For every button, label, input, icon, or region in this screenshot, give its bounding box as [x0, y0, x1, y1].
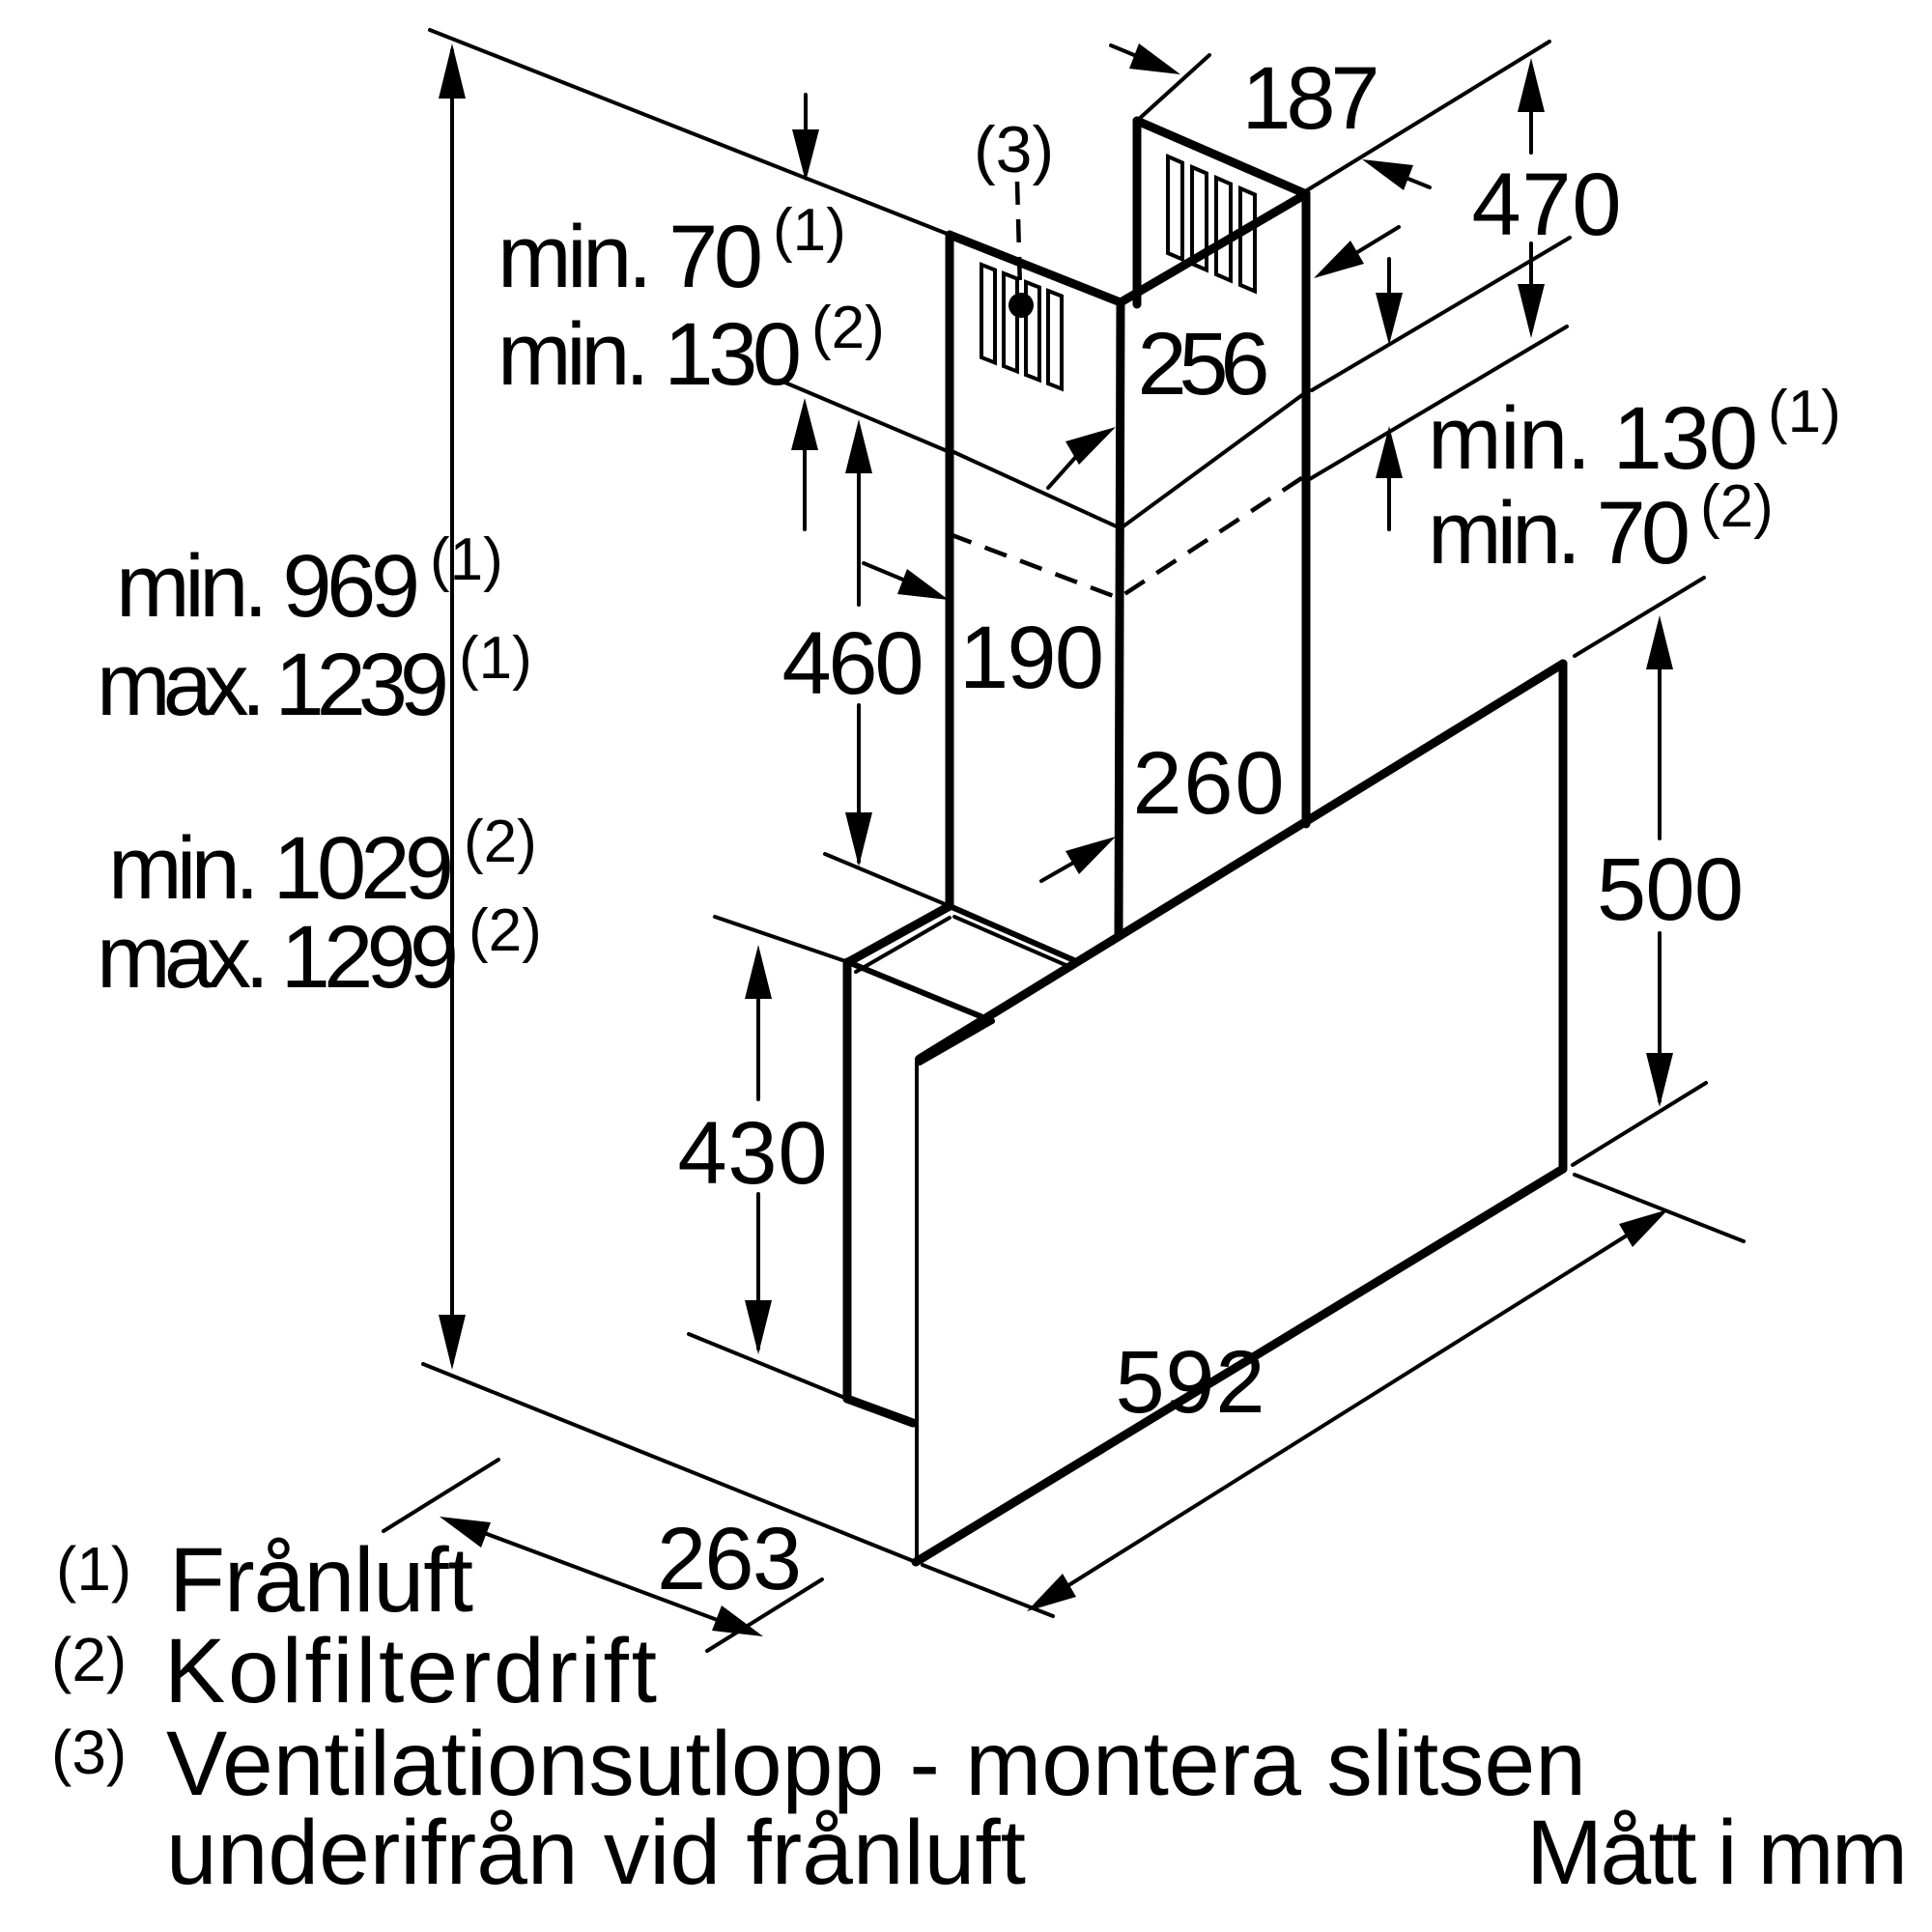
- dim-500-label: 500: [1597, 840, 1744, 939]
- dimension-460: 460: [782, 419, 924, 867]
- ext-body-bottom-left: [687, 1332, 849, 1401]
- legend-1-marker: (1): [56, 1534, 131, 1604]
- dimension-top-clearance: min. 70 (1) min. 130 (2): [497, 93, 885, 531]
- dimension-260: 260: [1039, 734, 1285, 883]
- ext-187-left: [1135, 53, 1211, 123]
- dim-260-label: 260: [1133, 734, 1285, 833]
- dimension-430: 430: [678, 945, 828, 1354]
- chimney-joint-line: [948, 390, 1308, 531]
- vent-slots-right: [1166, 153, 1257, 295]
- ext-chimney-top-right: [1305, 40, 1551, 192]
- dimension-256: 256: [1046, 225, 1401, 490]
- hood-top-left-side-edge: [845, 959, 995, 1024]
- clearance-top-1-sup: (1): [773, 197, 846, 264]
- ext-dashed-right: [1306, 325, 1569, 482]
- dim-430-label: 430: [678, 1104, 828, 1203]
- dimension-470: 470: [1472, 58, 1622, 338]
- dimension-right-clearance: min. 130 (1) min. 70 (2): [1376, 257, 1841, 582]
- ext-chimney-top: [428, 28, 952, 237]
- clearance-left-2: max. 1239: [97, 636, 449, 734]
- legend-2-marker: (2): [51, 1625, 127, 1694]
- hood-top-rear-edge-inner: [854, 916, 952, 974]
- panel-bottom-edge: [911, 1164, 1568, 1567]
- ext-263-rear: [382, 1458, 500, 1533]
- hood-body: [842, 659, 1568, 1567]
- chimney: [945, 116, 1311, 939]
- callout3-label: (3): [974, 113, 1054, 186]
- clearance-right-2-sup: (2): [1700, 473, 1774, 540]
- clearance-right-1-sup: (1): [1768, 379, 1841, 445]
- body-bottom-left-edge: [842, 1394, 918, 1428]
- units-note: Mått i mm: [1526, 1802, 1908, 1904]
- panel-top-edge: [915, 659, 1568, 1064]
- chimney-joint-dashed-line: [949, 473, 1308, 601]
- ext-hood-top-front-left: [713, 915, 850, 964]
- clearance-left-3: min. 1029: [108, 819, 454, 918]
- dim-190-label: 190: [959, 609, 1104, 707]
- hood-top-notch-left: [947, 903, 1079, 964]
- dimension-500: 500: [1597, 615, 1744, 1107]
- dim-187-label: 187: [1242, 49, 1380, 148]
- outlet-point-dot: [1009, 293, 1034, 318]
- legend-1-text: Frånluft: [169, 1529, 473, 1632]
- legend-3-text: Ventilationsutlopp - montera slitsen: [166, 1713, 1586, 1815]
- chimney-back-top-edge: [1132, 116, 1309, 198]
- clearance-left-4: max. 1299: [97, 908, 459, 1007]
- chimney-front-left-top-edge: [945, 230, 1125, 307]
- callout3-leader-line: [1014, 181, 1023, 291]
- clearance-left-1: min. 969: [116, 537, 420, 636]
- ext-panel-bottom-right: [1571, 1081, 1708, 1167]
- clearance-top-2: min. 130: [497, 305, 802, 404]
- dim-592-label: 592: [1116, 1333, 1265, 1432]
- clearance-left-3-sup: (2): [464, 809, 537, 875]
- clearance-left-1-sup: (1): [430, 526, 503, 593]
- clearance-left-2-sup: (1): [459, 625, 532, 692]
- legend-2-text: Kolfilterdrift: [164, 1620, 657, 1722]
- clearance-right-1: min. 130: [1428, 389, 1758, 488]
- dim-460-label: 460: [782, 614, 924, 713]
- ext-panel-top-right: [1573, 576, 1706, 658]
- dimension-592: 592: [1027, 1209, 1668, 1611]
- chimney-front-right-top-edge: [1116, 190, 1309, 307]
- ext-panel-bottom-left-long: [421, 1362, 918, 1564]
- clearance-top-1: min. 70: [497, 208, 763, 306]
- dim-256-label: 256: [1138, 315, 1270, 413]
- hood-top-notch-left-inner: [952, 915, 1074, 970]
- chimney-center-edge: [1114, 298, 1125, 939]
- ext-263-front: [705, 1577, 824, 1653]
- clearance-right-2: min. 70: [1428, 484, 1690, 582]
- dim-470-label: 470: [1472, 156, 1622, 254]
- dimension-190: 190: [862, 561, 1104, 707]
- ext-hood-top-rear-left: [823, 852, 952, 908]
- vent-slots-left: [980, 262, 1064, 392]
- clearance-top-2-sup: (2): [811, 295, 885, 361]
- ext-joint-left: [779, 379, 952, 454]
- dimension-mounting-height: min. 969 (1) max. 1239 (1) min. 1029 (2)…: [97, 43, 542, 1370]
- legend-3-text-line2: underifrån vid frånluft: [166, 1802, 1026, 1904]
- legend-3-marker: (3): [51, 1718, 127, 1787]
- legend: (1) Frånluft (2) Kolfilterdrift (3) Vent…: [51, 1529, 1586, 1904]
- ext-592-right: [1573, 1173, 1746, 1243]
- extension-lines: [382, 28, 1746, 1653]
- ext-joint-right: [1310, 236, 1572, 392]
- dim-263-label: 263: [657, 1510, 802, 1608]
- hood-top-rear-edge: [843, 901, 954, 967]
- clearance-left-4-sup: (2): [469, 897, 542, 964]
- dimension-187: 187: [1109, 43, 1432, 190]
- dimension-263: 263: [440, 1510, 802, 1636]
